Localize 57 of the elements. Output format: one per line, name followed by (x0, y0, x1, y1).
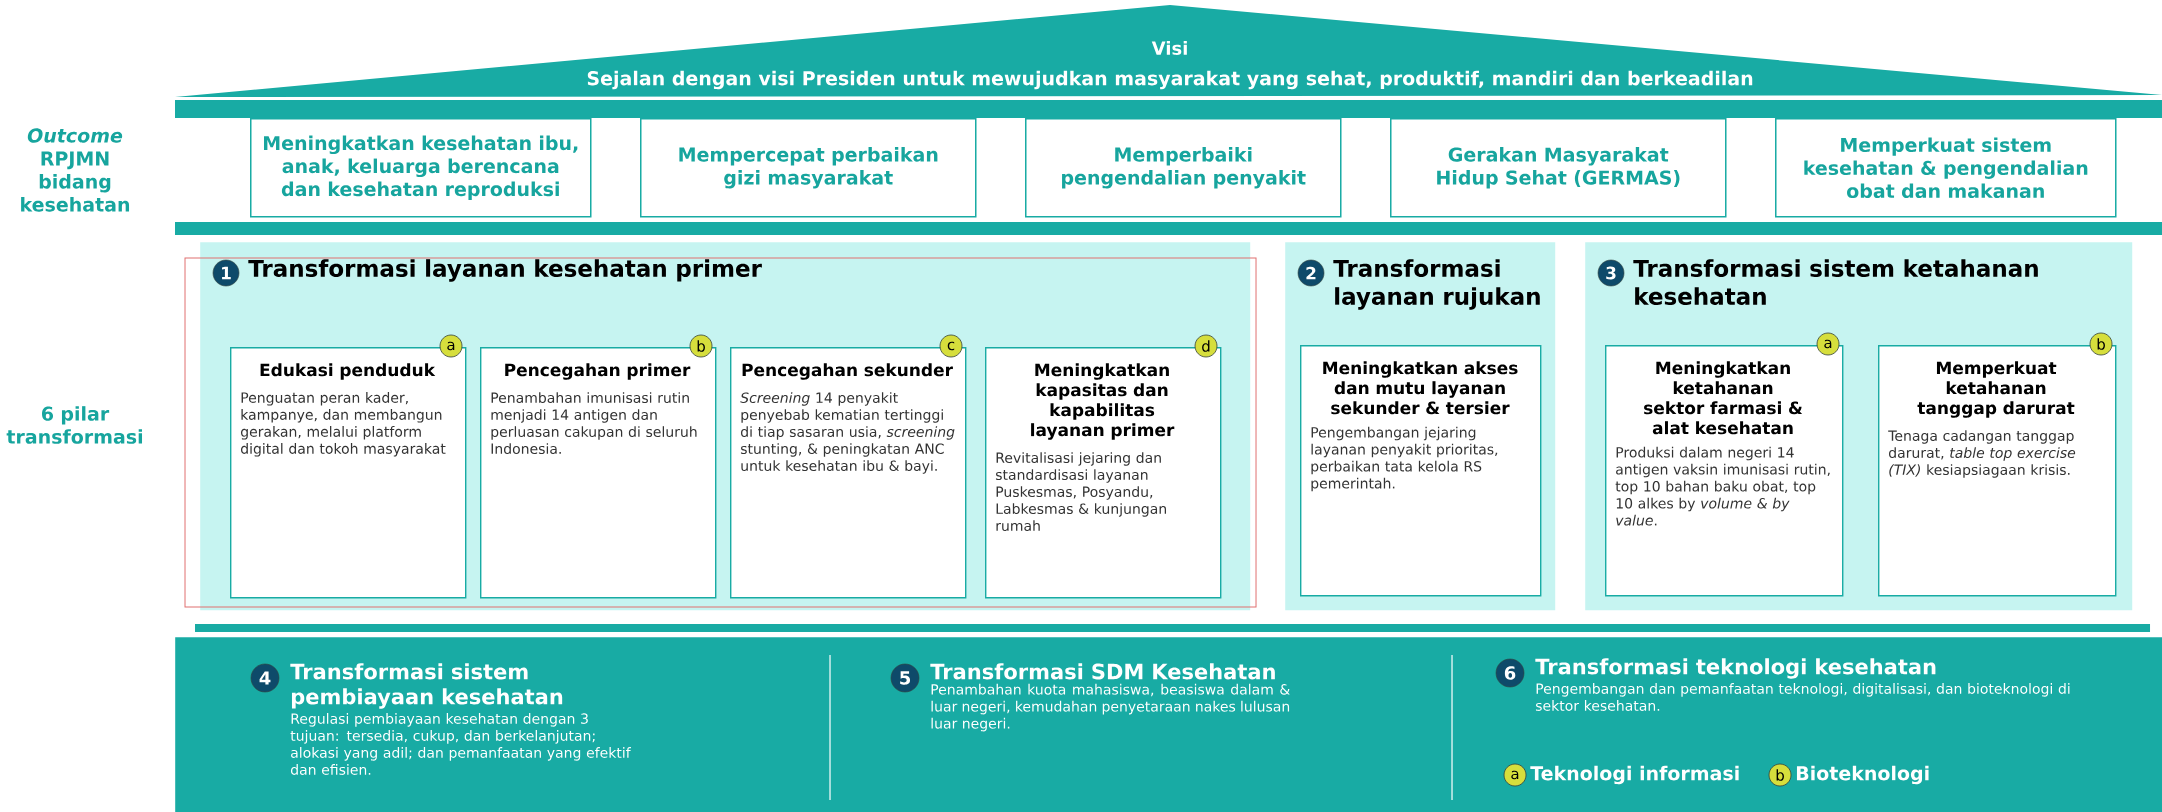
card-text: Revitalisasi jejaring dan standardisasi layanan Puskesmas, Posyandu, Labkesmas & kunjungan rumah (995, 452, 1166, 532)
card-text: Penambahan imunisasi rutin menjadi 14 antigen dan perluasan cakupan di seluruh Indonesia. (491, 392, 697, 455)
number-badge: 2 (1297, 259, 1325, 287)
card-text: Pengembangan jejaring layanan penyakit prioritas, perbaikan tata kelola RS pemerintah. (1311, 426, 1498, 492)
outcome-box: Memperbaiki pengendalian penyakit (1025, 118, 1342, 218)
number-badge: 1 (212, 259, 240, 287)
card-text: Produksi dalam negeri 14 antigen vaksin imunisasi rutin, top 10 bahan baku obat, top 10 alkes by volume & by value. (1615, 446, 1830, 526)
card-title: Edukasi penduduk (260, 363, 436, 380)
outcome-box: Mempercepat perbaikan gizi masyarakat (640, 118, 977, 218)
card-text: Penguatan peran kader, kampanye, dan membangun gerakan, melalui platform digital dan tokoh masyarakat (241, 392, 446, 457)
panel-heading: Transformasi layanan kesehatan primer (248, 259, 762, 282)
card (1878, 332, 2117, 597)
letter-badge: b (1768, 763, 1792, 787)
section-text: Pengembangan dan pemanfaatan teknologi, digitalisasi, dan bioteknologi di sektor kesehatan. (1535, 683, 2070, 711)
card (1605, 332, 1844, 597)
roof-title: Visi (1151, 41, 1187, 55)
item-label: Teknologi informasi (1530, 765, 1739, 785)
number-badge: 4 (250, 663, 280, 693)
section-text: Regulasi pembiayaan kesehatan dengan 3 tujuan: tersedia, cukup, dan berkelanjutan; alokasi yang adil; dan pemanfaatan yang efektif dan efisien. (290, 713, 631, 775)
letter-badge: c (939, 334, 963, 358)
panel-heading: Transformasi layanan rujukan (1333, 259, 1540, 310)
side-label: Outcome RPJMN bidang kesehatan (21, 128, 130, 212)
card-title: Meningkatkan akses dan mutu layanan sekunder & tersier (1323, 361, 1518, 415)
card (1300, 345, 1542, 597)
letter-badge: a (439, 334, 463, 358)
panel-heading: Transformasi sistem ketahanan kesehatan (1633, 259, 2038, 305)
section-heading: Transformasi sistem pembiayaan kesehatan (290, 663, 563, 709)
item-label: Bioteknologi (1796, 765, 1929, 785)
section-heading: Transformasi SDM Kesehatan (930, 663, 1275, 680)
number-badge: 5 (890, 663, 920, 693)
bottom-band (175, 637, 2162, 812)
section-heading: Transformasi teknologi kesehatan (1535, 658, 1936, 679)
card-title: Pencegahan primer (505, 363, 691, 380)
card-text: Tenaga cadangan tanggap darurat, table top exercise (TIX) kesiapsiagaan krisis. (1888, 430, 2076, 478)
letter-badge: a (1503, 763, 1527, 787)
outcome-box: Memperkuat sistem kesehatan & pengendalian obat dan makanan (1775, 118, 2117, 218)
card-title: Meningkatkan ketahanan sektor farmasi & alat kesehatan (1644, 361, 1803, 435)
letter-badge: b (2089, 332, 2113, 356)
side-label: 6 pilar transformasi (6, 406, 142, 444)
roof-text: Sejalan dengan visi Presiden untuk mewujudkan masyarakat yang sehat, produktif, mandiri dan berkeadilan (587, 70, 1753, 90)
card (480, 334, 717, 599)
card (730, 334, 967, 599)
card-text: Screening 14 penyakit penyebab kematian tertinggi di tiap sasaran usia, screening stunting, & peningkatan ANC untuk kesehatan ibu & bayi. (740, 392, 955, 474)
number-badge: 6 (1495, 658, 1525, 688)
outcome-box: Meningkatkan kesehatan ibu, anak, keluarga berencana dan kesehatan reproduksi (250, 118, 592, 218)
card-title: Pencegahan sekunder (742, 363, 953, 380)
outcome-box: Gerakan Masyarakat Hidup Sehat (GERMAS) (1390, 118, 1727, 218)
section-text: Penambahan kuota mahasiswa, beasiswa dalam & luar negeri, kemudahan penyetaraan nakes lulusan luar negeri. (931, 683, 1290, 732)
number-badge: 3 (1597, 259, 1625, 287)
letter-badge: a (1816, 332, 1840, 356)
roof (175, 5, 2162, 118)
card-title: Meningkatkan kapasitas dan kapabilitas layanan primer (1031, 363, 1175, 440)
card (985, 334, 1222, 599)
card-title: Memperkuat ketahanan tanggap darurat (1917, 361, 2075, 418)
letter-badge: d (1194, 334, 1218, 358)
letter-badge: b (689, 334, 713, 358)
card (230, 334, 467, 599)
